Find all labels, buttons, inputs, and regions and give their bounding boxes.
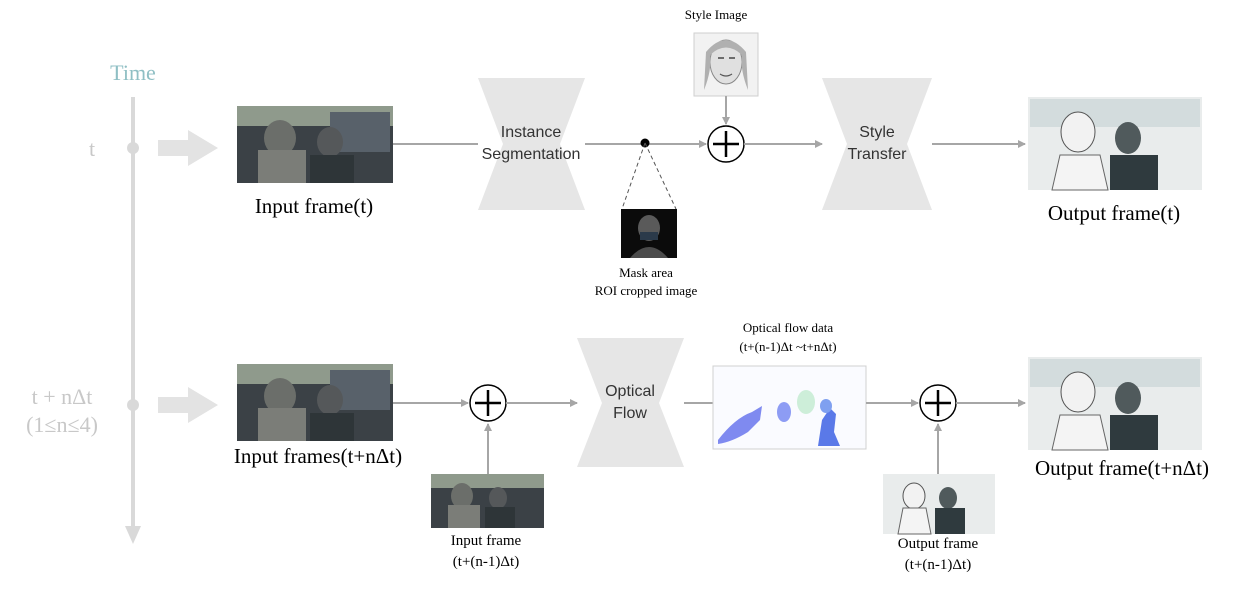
prev-output-label-line1: Output frame [897, 536, 979, 552]
optical-flow-data-image [712, 365, 867, 450]
style-transfer-label-line1: Style [859, 124, 895, 141]
plus-circle-icon [707, 125, 745, 163]
plus-circle-icon [469, 384, 507, 422]
input-frame-t-image [237, 106, 393, 183]
input-frames-tn-label: Input frames(t+nΔt) [233, 444, 403, 468]
instance-segmentation-block [478, 78, 585, 210]
optical-flow-block [577, 338, 684, 467]
time-block-arrow-top [158, 130, 218, 166]
time-block-arrow-bottom [158, 387, 218, 423]
flow-data-label-line1: Optical flow data [742, 320, 834, 335]
segmentation-label-line1: Instance [500, 124, 562, 141]
style-transfer-label-line2: Transfer [847, 146, 907, 163]
output-frame-t-label: Output frame(t) [1047, 201, 1181, 225]
prev-output-frame-image [883, 474, 995, 535]
prev-input-label-line2: (t+(n-1)Δt) [452, 554, 520, 570]
mask-area-label-line2: ROI cropped image [594, 283, 698, 298]
mask-area-label-line1: Mask area [619, 265, 673, 280]
input-frames-tn-image [237, 364, 393, 441]
output-frame-tn-label: Output frame(t+nΔt) [1034, 456, 1210, 480]
optical-flow-label-line2: Flow [613, 405, 647, 422]
prev-output-label-line2: (t+(n-1)Δt) [904, 557, 972, 573]
style-image [693, 32, 759, 97]
plus-circle-icon [919, 384, 957, 422]
timeline-dot-t [127, 142, 139, 154]
timeline-label-n-range: (1≤n≤4) [26, 412, 98, 437]
timeline-dot-tn [127, 399, 139, 411]
prev-input-label-line1: Input frame [450, 533, 522, 549]
output-frame-t-image [1028, 97, 1202, 191]
timeline-label-tn: t + nΔt [31, 384, 93, 409]
timeline-title: Time [110, 60, 156, 85]
prev-input-frame-image [431, 474, 544, 528]
optical-flow-label-line1: Optical [605, 383, 655, 400]
mask-dash-left [621, 142, 646, 210]
timeline-label-t: t [88, 136, 96, 161]
style-image-label: Style Image [684, 7, 748, 22]
output-frame-tn-image [1028, 357, 1202, 451]
segmentation-label-line2: Segmentation [481, 146, 581, 163]
style-transfer-block [822, 78, 932, 210]
input-frame-t-label: Input frame(t) [254, 194, 374, 218]
mask-dash-right [644, 142, 677, 210]
flow-data-label-line2: (t+(n-1)Δt ~t+nΔt) [739, 339, 837, 354]
mask-area-image [621, 209, 677, 258]
